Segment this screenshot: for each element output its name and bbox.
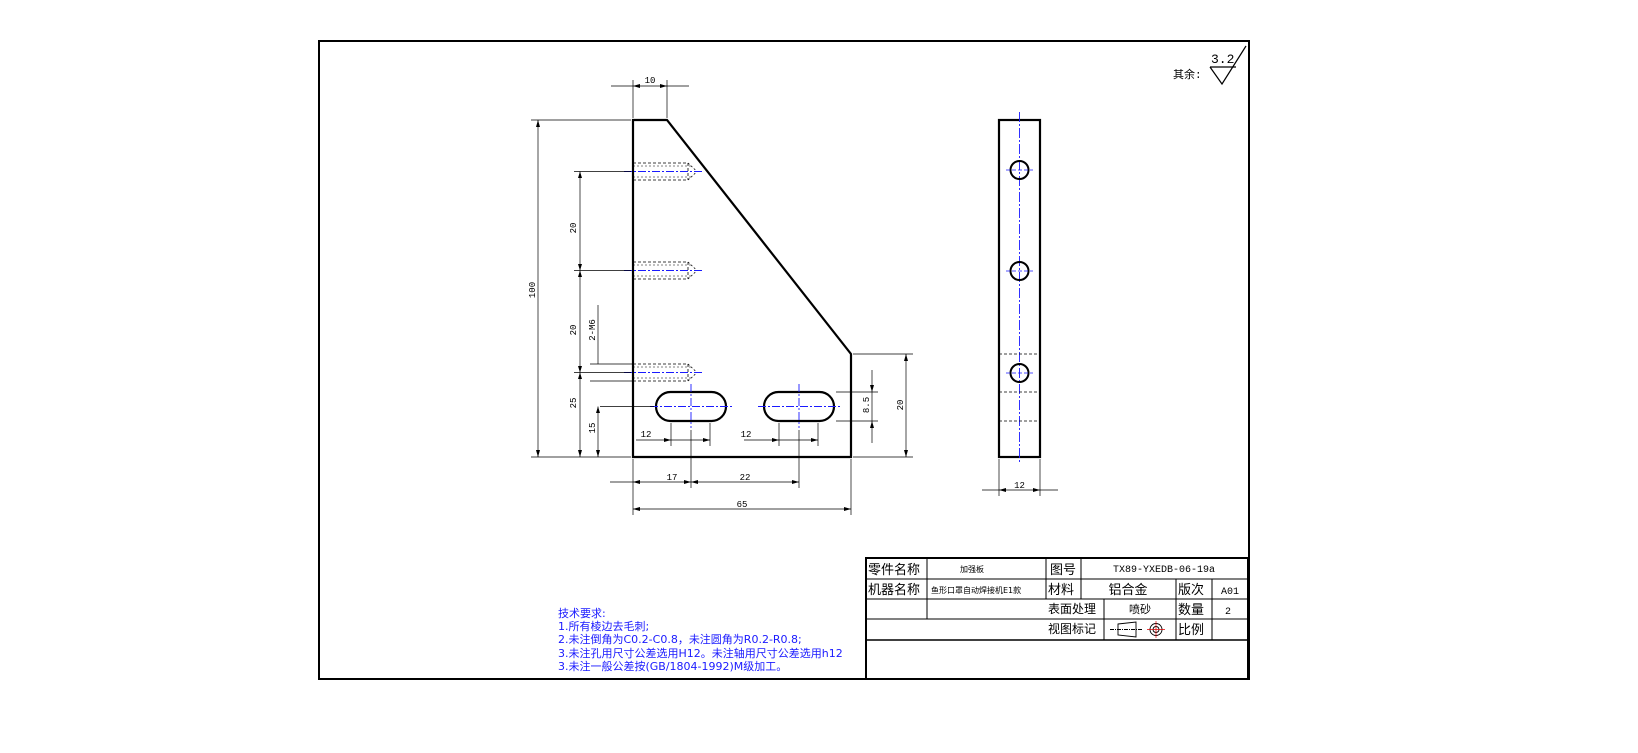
machine-name-value: 鱼形口罩自动焊接机E1款 — [931, 585, 1021, 595]
roughness-label: 其余: — [1173, 67, 1202, 82]
part-outline — [631, 118, 853, 459]
material-label: 材料 — [1048, 583, 1074, 598]
drawing-frame — [318, 40, 1250, 680]
dim-spacing-middle: 20 — [569, 325, 579, 336]
tech-req-line-2: 2.未注倒角为C0.2-C0.8，未注圆角为R0.2-R0.8; — [558, 632, 802, 646]
surface-value: 喷砂 — [1129, 603, 1151, 616]
tech-req-line-3: 3.未注孔用尺寸公差选用H12。未注轴用尺寸公差选用h12 — [558, 646, 843, 660]
side-hole-centers — [1006, 169, 1033, 374]
dim-overall-width: 65 — [737, 500, 748, 510]
tech-req-line-4: 3.未注一般公差按(GB/1804-1992)M级加工。 — [558, 659, 787, 673]
part-name-value: 加强板 — [960, 564, 984, 574]
machine-name-label: 机器名称 — [868, 582, 920, 598]
threaded-hole-1 — [633, 162, 698, 181]
threaded-hole-3 — [633, 363, 698, 382]
dim-slot-height: 25 — [569, 398, 579, 409]
front-view — [624, 118, 853, 459]
side-dimension — [982, 459, 1058, 496]
side-view: 12 — [982, 112, 1058, 496]
part-name-label: 零件名称 — [868, 562, 920, 578]
title-block: 零件名称 加强板 图号 TX89-YXEDB-06-19a 机器名称 鱼形口罩自… — [865, 557, 1249, 680]
side-hidden-slot — [999, 353, 1040, 422]
dim-spacing-upper: 20 — [569, 223, 579, 234]
dim-slot-width: 8.5 — [862, 397, 872, 413]
dimension-labels: 10 100 20 20 2-M6 25 15 8.5 20 12 12 17 … — [528, 76, 906, 510]
front-dimensions — [531, 80, 913, 515]
surface-label: 表面处理 — [1048, 602, 1096, 616]
dim-offset-22: 22 — [740, 473, 751, 483]
side-hole-2 — [1009, 261, 1030, 281]
title-block-grid — [865, 557, 1249, 680]
quantity-value: 2 — [1225, 607, 1231, 618]
dim-slot-length-left: 12 — [641, 430, 652, 440]
dim-top-width: 10 — [645, 76, 656, 86]
tech-requirements: 技术要求: 1.所有棱边去毛刺; 2.未注倒角为C0.2-C0.8，未注圆角为R… — [558, 607, 843, 673]
drawing-no-label: 图号 — [1050, 563, 1076, 578]
side-hole-3 — [1009, 363, 1030, 383]
tech-req-title: 技术要求: — [558, 607, 606, 620]
dim-right-height: 20 — [896, 400, 906, 411]
dim-thread-callout: 2-M6 — [588, 319, 598, 341]
quantity-label: 数量 — [1178, 603, 1204, 618]
roughness-symbol: 其余: 3.2 — [1173, 45, 1247, 86]
scale-label: 比例 — [1178, 623, 1204, 638]
hole-centerlines — [624, 171, 702, 373]
dim-slot-length-right: 12 — [741, 430, 752, 440]
revision-value: A01 — [1221, 587, 1239, 598]
side-hole-1 — [1009, 160, 1030, 180]
tech-req-line-1: 1.所有棱边去毛刺; — [558, 619, 649, 633]
threaded-hole-2 — [633, 261, 698, 280]
dim-side-width: 12 — [1014, 481, 1025, 491]
dim-height-total: 100 — [528, 282, 538, 298]
projection-symbol-icon — [1110, 621, 1165, 638]
roughness-value: 3.2 — [1211, 52, 1234, 67]
revision-label: 版次 — [1178, 582, 1204, 598]
material-value: 铝合金 — [1108, 582, 1147, 598]
dim-slot-center: 15 — [588, 423, 598, 434]
drawing-no-value: TX89-YXEDB-06-19a — [1113, 565, 1215, 576]
roughness-check-icon — [1209, 45, 1247, 86]
dim-offset-17: 17 — [667, 473, 678, 483]
slot-centerlines — [650, 384, 840, 428]
arrowheads — [536, 84, 908, 511]
view-label: 视图标记 — [1048, 621, 1096, 636]
